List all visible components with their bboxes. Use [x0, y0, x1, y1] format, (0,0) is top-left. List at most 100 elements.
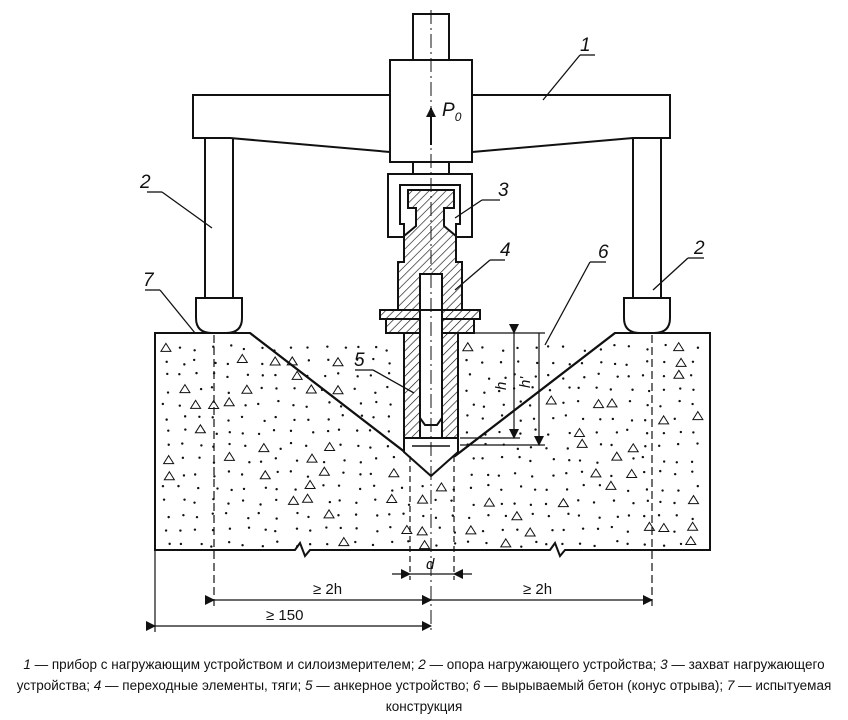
aggregate-dot — [210, 386, 214, 389]
aggregate-dot — [355, 527, 358, 530]
aggregate-dot — [483, 391, 486, 394]
aggregate-dot — [215, 432, 218, 436]
aggregate-dot — [354, 513, 358, 516]
aggregate-triangle — [223, 451, 236, 461]
aggregate-dot — [289, 441, 293, 445]
aggregate-triangle — [305, 384, 318, 394]
aggregate-dot — [647, 389, 651, 393]
depth-dimension-lines — [460, 324, 545, 446]
aggregate-dot — [487, 483, 490, 487]
aggregate-triangle — [625, 468, 638, 479]
aggregate-dot — [610, 443, 613, 447]
aggregate-dot — [529, 459, 532, 463]
aggregate-dot — [481, 346, 484, 349]
aggregate-dot — [561, 345, 565, 348]
aggregate-dot — [696, 484, 700, 488]
aggregate-dot — [327, 358, 330, 362]
aggregate-triangle — [573, 427, 586, 438]
aggregate-dot — [241, 499, 245, 502]
aggregate-dot — [582, 483, 585, 487]
aggregate-dot — [519, 432, 522, 435]
aggregate-triangle — [545, 395, 558, 405]
aggregate-triangle — [162, 454, 175, 465]
aggregate-dot — [198, 415, 201, 418]
aggregate-dot — [407, 540, 410, 543]
aggregate-dot — [181, 456, 185, 460]
aggregate-dot — [244, 444, 247, 448]
caption-text: — прибор с нагружающим устройством и сил… — [30, 657, 419, 672]
aggregate-triangle — [301, 493, 314, 503]
aggregate-dot — [595, 386, 598, 389]
aggregate-dot — [580, 362, 584, 365]
aggregate-dot — [293, 418, 296, 422]
aggregate-triangle — [657, 522, 670, 533]
aggregate-dot — [596, 461, 599, 464]
aggregate-dot — [386, 445, 390, 448]
aggregate-dot — [567, 512, 570, 516]
aggregate-dot — [289, 346, 293, 349]
aggregate-triangle — [590, 467, 602, 478]
aggregate-dot — [168, 542, 171, 546]
aggregate-dot — [583, 376, 586, 379]
aggregate-dot — [470, 473, 473, 476]
aggregate-dot — [598, 516, 601, 519]
aggregate-dot — [391, 489, 394, 492]
aggregate-dot — [498, 430, 501, 434]
aggregate-dot — [339, 443, 342, 446]
aggregate-dot — [369, 374, 373, 377]
aggregate-dot — [248, 461, 251, 464]
aggregate-dot — [166, 391, 170, 394]
aggregate-dot — [275, 387, 278, 390]
aggregate-dot — [576, 399, 580, 403]
aggregate-dot — [227, 419, 230, 422]
aggregate-dot — [501, 349, 505, 352]
aggregate-dot — [179, 529, 182, 532]
aggregate-dot — [193, 528, 197, 531]
aggregate-dot — [273, 349, 276, 352]
caption-number: 4 — [93, 678, 102, 693]
aggregate-dot — [368, 429, 372, 432]
aggregate-dot — [518, 455, 521, 459]
aggregate-dot — [599, 348, 603, 351]
aggregate-dot — [472, 457, 475, 460]
aggregate-dot — [306, 475, 310, 478]
callout-1: 1 — [580, 35, 591, 56]
anchor-device — [403, 309, 459, 478]
aggregate-dot — [466, 540, 470, 543]
aggregate-dot — [662, 460, 666, 463]
aggregate-dot — [181, 442, 184, 445]
aggregate-triangle — [592, 398, 605, 409]
aggregate-triangle — [643, 521, 656, 531]
aggregate-dot — [227, 470, 231, 473]
callout-leaders — [145, 54, 704, 394]
aggregate-dot — [276, 470, 279, 474]
aggregate-dot — [516, 528, 519, 531]
aggregate-dot — [646, 360, 649, 363]
aggregate-dot — [247, 516, 250, 520]
aggregate-dot — [659, 469, 662, 473]
aggregate-dot — [547, 433, 550, 436]
aggregate-dot — [679, 430, 683, 434]
aggregate-dot — [328, 500, 332, 504]
aggregate-dot — [646, 403, 649, 407]
aggregate-dot — [226, 375, 229, 379]
aggregate-dot — [548, 388, 552, 392]
aggregate-dot — [626, 489, 630, 493]
aggregate-dot — [227, 540, 231, 544]
caption-text: — захват нагружающего устройства; — [16, 657, 825, 693]
aggregate-dot — [610, 525, 614, 529]
aggregate-dot — [513, 472, 517, 475]
aggregate-dot — [613, 362, 617, 366]
aggregate-dot — [628, 399, 632, 403]
aggregate-dot — [547, 373, 550, 377]
aggregate-dot — [296, 511, 299, 515]
aggregate-dot — [593, 544, 596, 548]
aggregate-triangle — [236, 353, 249, 363]
aggregate-dot — [214, 361, 217, 365]
aggregate-dot — [530, 475, 534, 478]
aggregate-dot — [277, 399, 280, 403]
aggregate-dot — [592, 501, 596, 504]
aggregate-dot — [289, 429, 293, 433]
aggregate-dot — [626, 530, 630, 533]
aggregate-dot — [337, 428, 341, 431]
